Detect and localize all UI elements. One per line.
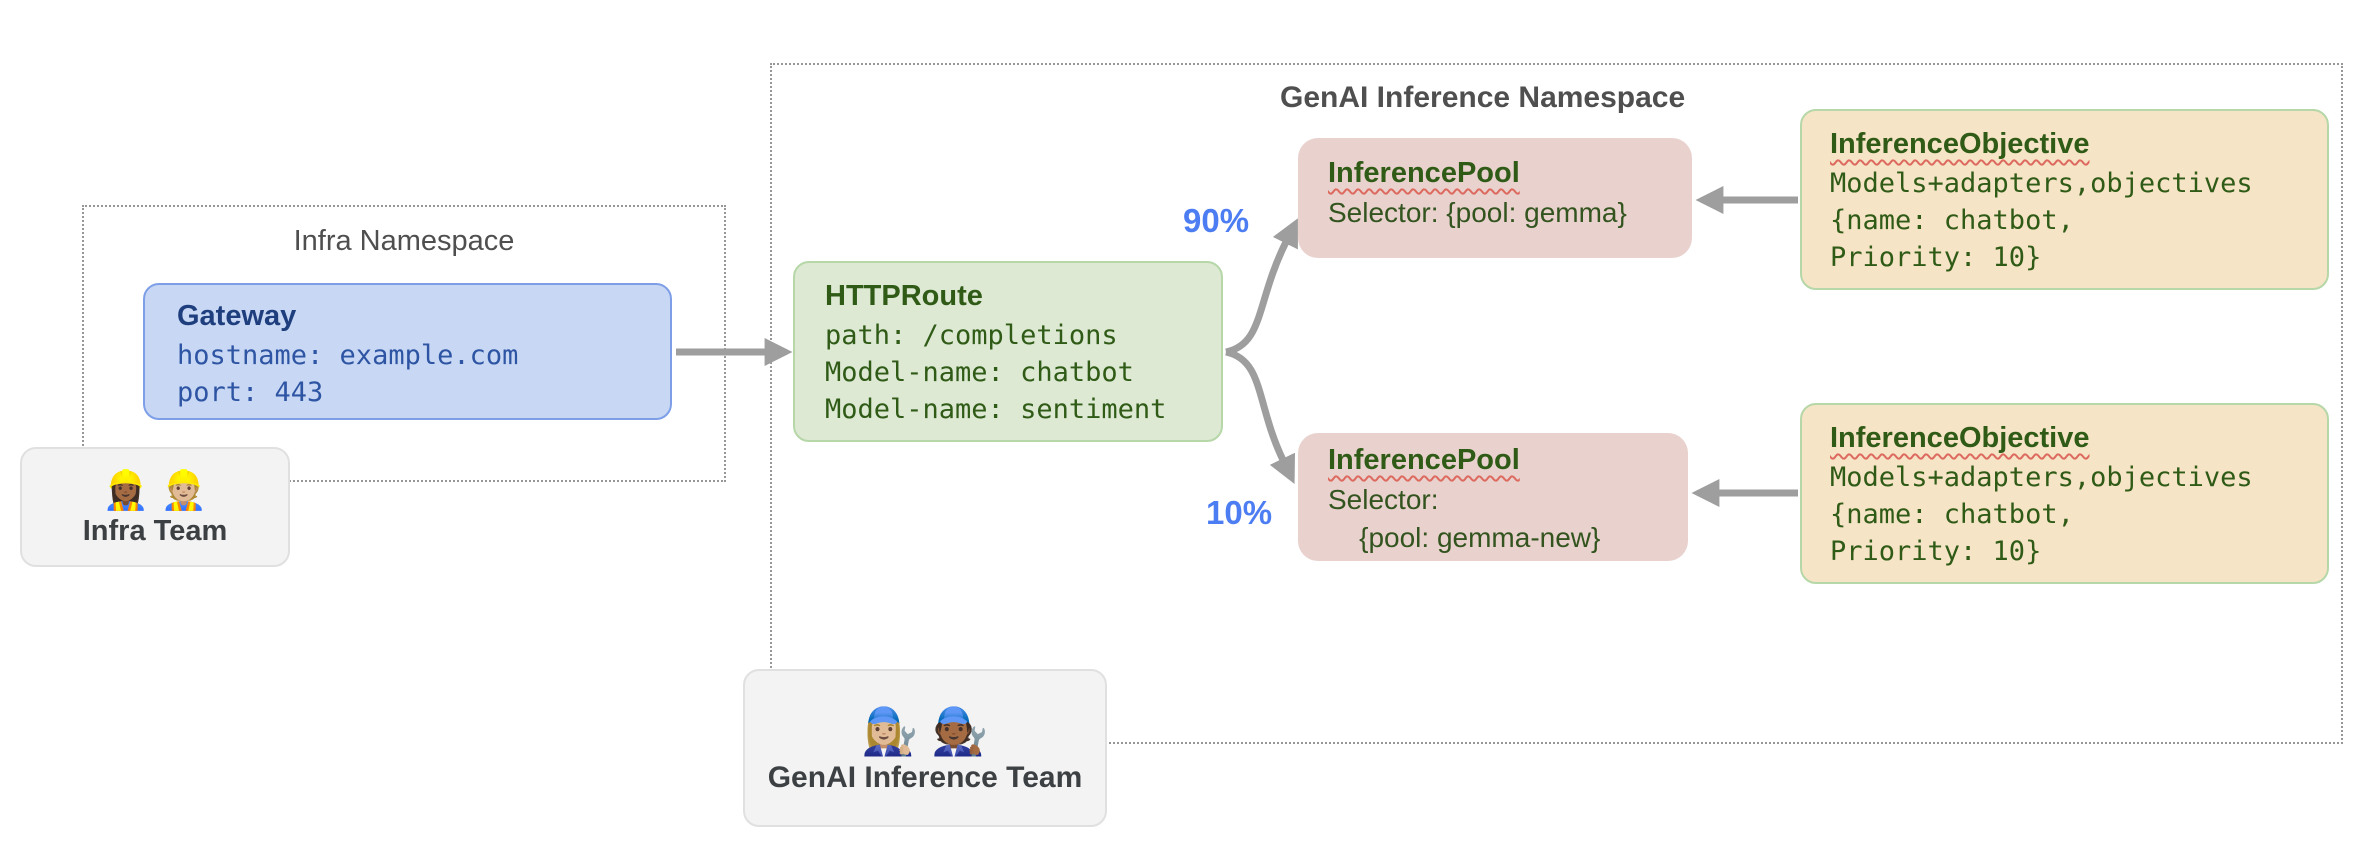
- inference-objective-bottom-line-2: {name: chatbot,: [1830, 499, 2074, 530]
- infra-team-card: 👷🏾‍♀️ 👷🏼 Infra Team: [20, 447, 290, 567]
- inference-objective-top-title-text: InferenceObjective: [1830, 128, 2090, 160]
- mechanic-icons: 👩🏼‍🔧 🧑🏾‍🔧: [861, 705, 989, 757]
- inference-pool-top-title-text: InferencePool: [1328, 157, 1520, 189]
- inference-pool-bottom-title: InferencePool: [1328, 439, 1688, 481]
- inference-objective-top-line-3: Priority: 10}: [1830, 242, 2042, 273]
- inference-pool-bottom-title-text: InferencePool: [1328, 444, 1520, 476]
- inference-pool-top-selector: Selector: {pool: gemma}: [1328, 197, 1627, 228]
- genai-namespace-box: GenAI Inference Namespace: [770, 63, 2343, 744]
- inference-pool-top-box: InferencePool Selector: {pool: gemma}: [1298, 138, 1692, 258]
- inference-pool-bottom-selector: Selector:: [1328, 484, 1439, 515]
- inference-objective-top-line-1: Models+adapters,objectives: [1830, 168, 2253, 199]
- construction-worker-icons: 👷🏾‍♀️ 👷🏼: [102, 469, 208, 512]
- httproute-title: HTTPRoute: [825, 280, 983, 312]
- inference-objective-bottom-title: InferenceObjective: [1830, 417, 2327, 459]
- inference-pool-bottom-selector-value: {pool: gemma-new}: [1328, 522, 1601, 553]
- genai-namespace-label: GenAI Inference Namespace: [1280, 81, 1686, 114]
- inference-objective-top-title: InferenceObjective: [1830, 123, 2327, 165]
- gateway-port: port: 443: [177, 377, 324, 408]
- httproute-path: path: /completions: [825, 320, 1118, 351]
- gateway-title: Gateway: [177, 300, 297, 332]
- traffic-weight-90: 90%: [1183, 202, 1250, 239]
- inference-objective-bottom-box: InferenceObjective Models+adapters,objec…: [1800, 403, 2329, 584]
- infra-namespace-box: Infra Namespace: [82, 205, 726, 482]
- infra-team-label: Infra Team: [82, 514, 228, 547]
- gateway-box: Gateway hostname: example.com port: 443: [143, 283, 672, 420]
- inference-pool-bottom-box: InferencePool Selector: {pool: gemma-new…: [1298, 433, 1688, 561]
- traffic-weight-10: 10%: [1206, 494, 1273, 531]
- inference-objective-bottom-line-3: Priority: 10}: [1830, 536, 2042, 567]
- httproute-model-chatbot: Model-name: chatbot: [825, 357, 1134, 388]
- inference-pool-top-title: InferencePool: [1328, 152, 1692, 194]
- inference-objective-bottom-title-text: InferenceObjective: [1830, 422, 2090, 454]
- httproute-box: HTTPRoute path: /completions Model-name:…: [793, 261, 1223, 442]
- genai-team-card: 👩🏼‍🔧 🧑🏾‍🔧 GenAI Inference Team: [743, 669, 1107, 827]
- infra-namespace-label: Infra Namespace: [293, 225, 515, 257]
- genai-team-label: GenAI Inference Team: [767, 761, 1083, 794]
- gateway-hostname: hostname: example.com: [177, 340, 519, 371]
- inference-objective-top-line-2: {name: chatbot,: [1830, 205, 2074, 236]
- inference-objective-top-box: InferenceObjective Models+adapters,objec…: [1800, 109, 2329, 290]
- inference-objective-bottom-line-1: Models+adapters,objectives: [1830, 462, 2253, 493]
- httproute-model-sentiment: Model-name: sentiment: [825, 394, 1167, 425]
